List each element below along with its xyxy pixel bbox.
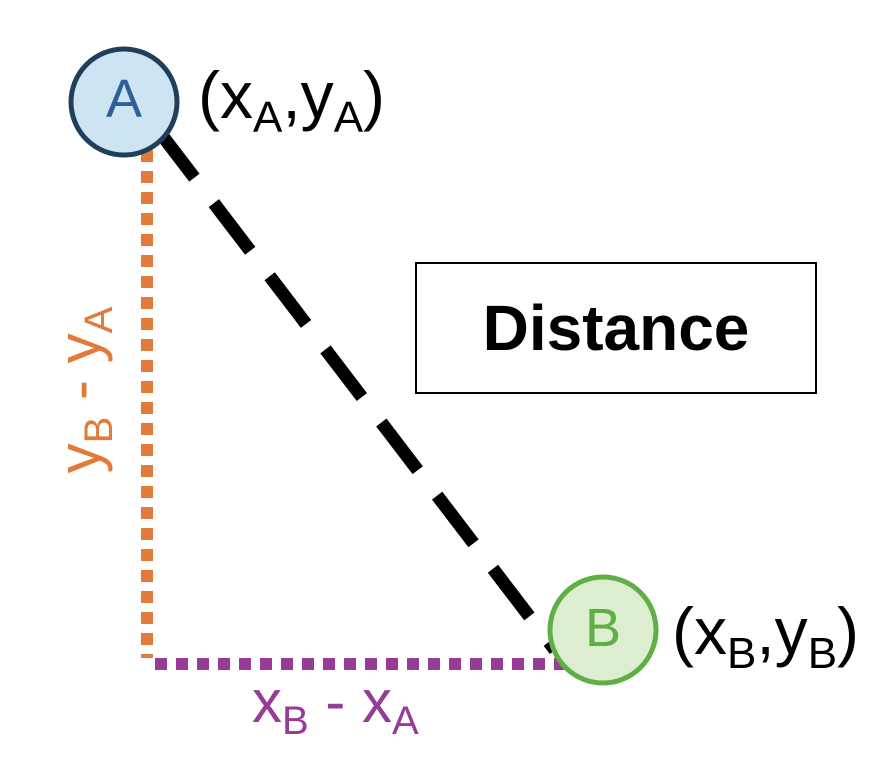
point-b-coordinates: (xB,yB) (672, 594, 860, 678)
distance-label: Distance (482, 292, 750, 364)
vertical-difference-label: yB - yA (46, 306, 121, 474)
point-b-circle (547, 574, 659, 686)
horizontal-difference-label: xB - xA (252, 668, 419, 743)
point-a-circle (68, 46, 180, 158)
distance-line (152, 126, 561, 654)
point-a-coordinates: (xA,yA) (198, 58, 386, 142)
point-b-label: B (584, 598, 622, 658)
point-a-label: A (105, 69, 143, 129)
distance-label-box: Distance (415, 262, 817, 394)
